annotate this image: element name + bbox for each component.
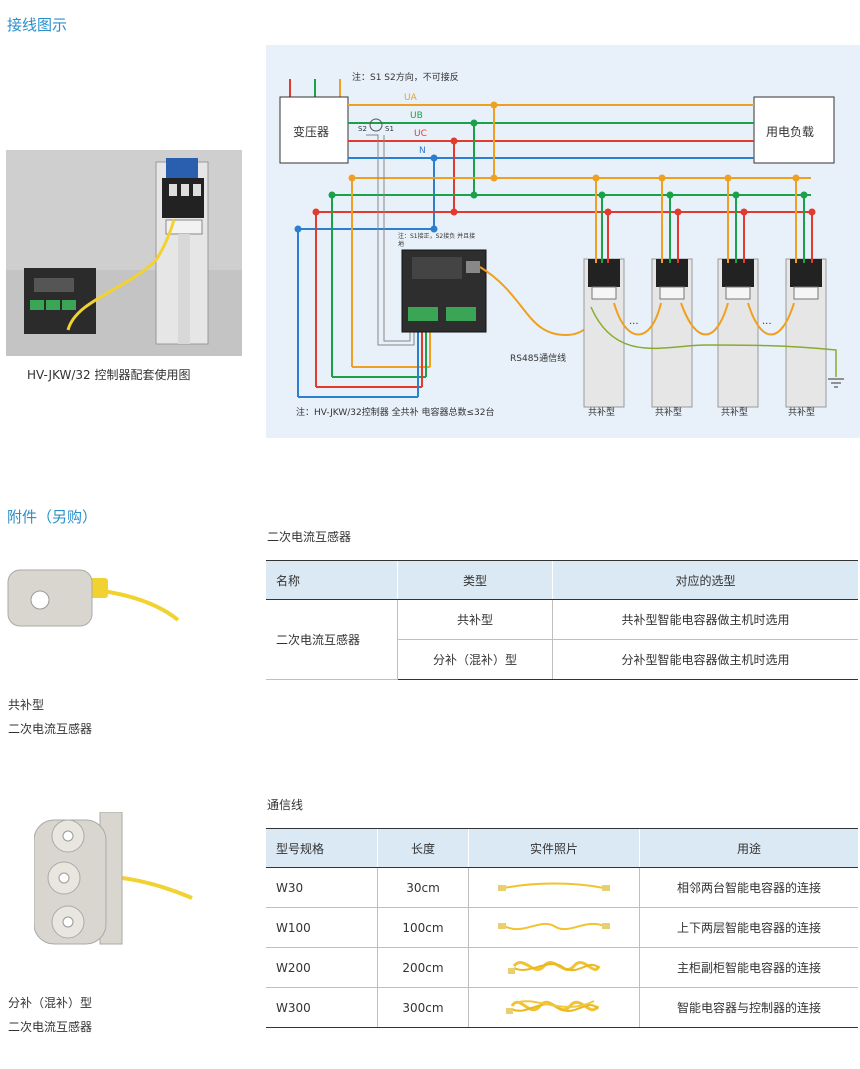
cable-model-cell: W30 [266, 867, 378, 908]
diagram-bottom-note: 注：HV-JKW/32控制器 全共补 电容器总数≤32台 [296, 408, 495, 418]
table-row: 分补（混补）型 分补型智能电容器做主机时选用 [266, 639, 858, 680]
rs485-label: RS485通信线 [510, 354, 567, 364]
table-row: W30 30cm 相邻两台智能电容器的连接 [266, 867, 858, 908]
ct-note: 注：S1接正，S2接负 并且接地 [398, 233, 476, 248]
phase-c-label: UC [414, 129, 427, 139]
ct-name-cell: 二次电流互感器 [266, 599, 398, 680]
cable-subtitle: 通信线 [267, 798, 304, 812]
s2-label: S2 [358, 125, 367, 133]
cable-photo-cell [468, 867, 640, 908]
dots-1: ··· [629, 319, 639, 330]
ct-caption-1b: 二次电流互感器 [8, 722, 93, 736]
cable-photo-cell [468, 947, 640, 988]
cable-model-cell: W200 [266, 947, 378, 988]
s1-label: S1 [385, 125, 394, 133]
ct-split-image [33, 811, 194, 950]
ct-header-name: 名称 [266, 560, 398, 600]
ct-table: 名称 类型 对应的选型 二次电流互感器 共补型 共补型智能电容器做主机时选用 分… [266, 560, 858, 680]
table-row: W200 200cm 主柜副柜智能电容器的连接 [266, 947, 858, 988]
cable-use-cell: 相邻两台智能电容器的连接 [639, 867, 858, 908]
dots-2: ··· [762, 319, 772, 330]
section-title-wiring: 接线图示 [7, 16, 68, 34]
photo-caption: HV-JKW/32 控制器配套使用图 [27, 368, 191, 382]
cable-model-cell: W300 [266, 987, 378, 1028]
wiring-diagram: 注：S1 S2方向，不可接反 变压器 用电负载 UA UB UC N S2 S1… [266, 45, 860, 438]
neutral-label: N [419, 146, 426, 156]
ct-header-selection: 对应的选型 [552, 560, 858, 600]
cable-image [508, 961, 601, 974]
table-row: W100 100cm 上下两层智能电容器的连接 [266, 907, 858, 948]
cable-header-length: 长度 [377, 828, 469, 868]
cable-length-cell: 300cm [377, 987, 469, 1028]
diagram-note-top: 注：S1 S2方向，不可接反 [352, 73, 459, 83]
cable-header-model: 型号规格 [266, 828, 378, 868]
cable-table: 型号规格 长度 实件照片 用途 W30 30cm 相邻两台智能电容器的连接 W1… [266, 828, 858, 1028]
cable-photo-cell [468, 987, 640, 1028]
cable-photo-cell [468, 907, 640, 948]
ct-common-image [6, 560, 182, 640]
load-label: 用电负载 [766, 125, 815, 139]
cable-length-cell: 100cm [377, 907, 469, 948]
cap-label-2: 共补型 [655, 408, 683, 418]
section-title-accessory: 附件（另购） [7, 508, 98, 526]
ct-selection-cell: 分补型智能电容器做主机时选用 [552, 639, 858, 680]
ct-header-type: 类型 [397, 560, 553, 600]
cable-use-cell: 上下两层智能电容器的连接 [639, 907, 858, 948]
controller-photo [6, 150, 242, 356]
cable-image [498, 923, 610, 931]
transformer-label: 变压器 [293, 125, 330, 139]
cable-use-cell: 主柜副柜智能电容器的连接 [639, 947, 858, 988]
cable-length-cell: 30cm [377, 867, 469, 908]
phase-a-label: UA [404, 93, 417, 103]
cable-image [498, 882, 610, 891]
phase-b-label: UB [410, 111, 423, 121]
ct-selection-cell: 共补型智能电容器做主机时选用 [552, 599, 858, 640]
cap-label-3: 共补型 [721, 408, 749, 418]
cable-image [506, 1000, 600, 1014]
cable-header-use: 用途 [639, 828, 858, 868]
table-row: 二次电流互感器 共补型 共补型智能电容器做主机时选用 [266, 599, 858, 680]
cable-length-cell: 200cm [377, 947, 469, 988]
ct-type-cell: 共补型 [397, 599, 553, 640]
table-row: W300 300cm 智能电容器与控制器的连接 [266, 987, 858, 1028]
ct-subtitle: 二次电流互感器 [267, 530, 352, 544]
ct-caption-2b: 二次电流互感器 [8, 1020, 93, 1034]
ct-type-cell: 分补（混补）型 [397, 639, 553, 680]
ct-caption-2a: 分补（混补）型 [8, 996, 93, 1010]
ct-caption-1a: 共补型 [8, 698, 45, 712]
cap-label-1: 共补型 [588, 408, 616, 418]
cable-header-photo: 实件照片 [468, 828, 640, 868]
cap-label-4: 共补型 [788, 408, 816, 418]
cable-model-cell: W100 [266, 907, 378, 948]
cable-use-cell: 智能电容器与控制器的连接 [639, 987, 858, 1028]
